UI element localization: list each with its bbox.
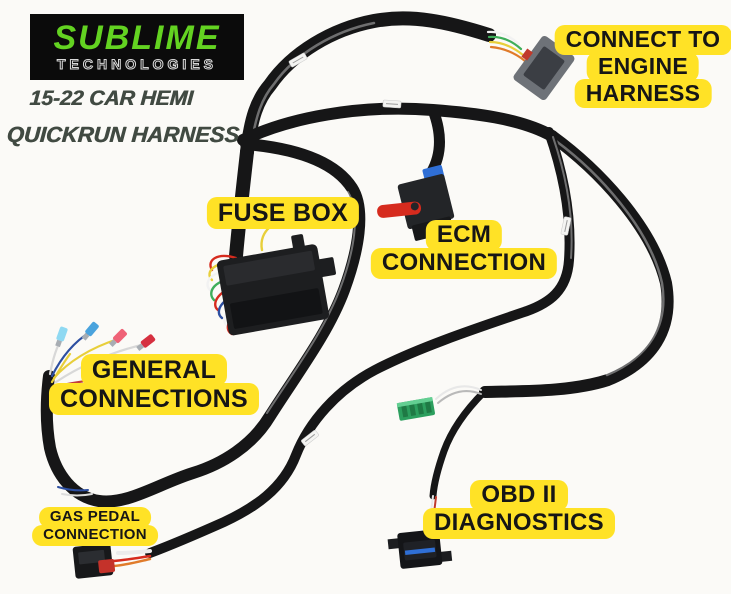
label-gas-pedal-connection: GAS PEDAL CONNECTION bbox=[32, 507, 158, 546]
tagline-line-1: 15-22 CAR HEMI bbox=[28, 87, 194, 110]
crimp-terminal bbox=[55, 326, 68, 348]
crimp-terminal bbox=[81, 321, 99, 341]
label-connect-to-engine-harness: CONNECT TO ENGINE HARNESS bbox=[554, 25, 731, 109]
label-line: ENGINE bbox=[587, 51, 699, 82]
cable-tape bbox=[560, 216, 572, 236]
label-line: ECM bbox=[425, 220, 503, 251]
cable-right-loop bbox=[479, 130, 674, 398]
label-line: FUSE BOX bbox=[206, 197, 360, 229]
obd-stripe bbox=[404, 547, 436, 556]
label-ecm-connection: ECM CONNECTION bbox=[370, 220, 558, 279]
tagline-line-2: QUICKRUN HARNESS bbox=[5, 122, 240, 147]
fuse-box bbox=[216, 234, 336, 336]
wire-gas-lead bbox=[111, 554, 152, 563]
cable-tape bbox=[382, 99, 402, 109]
wire-engine-lead bbox=[489, 45, 527, 63]
wire-fusebox bbox=[209, 254, 238, 272]
cable-main-run bbox=[237, 102, 558, 146]
label-fuse-box: FUSE BOX bbox=[206, 197, 360, 229]
cable-tape bbox=[288, 52, 308, 68]
wire-stub bbox=[57, 486, 89, 492]
obd-connector bbox=[387, 529, 453, 569]
wire-gas-sleeve bbox=[116, 549, 152, 555]
gas-pedal-connector bbox=[72, 543, 116, 579]
label-line: GAS PEDAL bbox=[38, 507, 152, 528]
brand-name: SUBLIME bbox=[53, 18, 221, 58]
engine-connector-tab bbox=[521, 48, 533, 61]
cable-engine-trunk bbox=[240, 11, 496, 159]
wire-engine-lead bbox=[487, 35, 523, 51]
wire-engine-lead bbox=[488, 40, 525, 57]
ecm-lever bbox=[377, 201, 422, 218]
label-line: CONNECTIONS bbox=[48, 383, 260, 415]
cable-obd-drop bbox=[429, 388, 488, 500]
cable-sheen bbox=[249, 21, 376, 148]
wire-terminal bbox=[50, 352, 72, 384]
crimp-terminal bbox=[136, 334, 156, 351]
label-line: HARNESS bbox=[574, 78, 712, 109]
wire-engine-lead bbox=[486, 30, 521, 46]
label-line: OBD II bbox=[470, 480, 568, 511]
brand-logo: SUBLIME TECHNOLOGIES bbox=[30, 14, 244, 80]
label-line: CONNECT TO bbox=[554, 25, 731, 55]
wire-stub bbox=[61, 493, 93, 497]
label-line: CONNECTION bbox=[32, 524, 158, 546]
wire-diagnostic-branch bbox=[435, 385, 482, 400]
wire-gas-lead bbox=[112, 557, 152, 568]
diagnostic-connector bbox=[396, 397, 435, 421]
cable-tape bbox=[301, 430, 319, 446]
label-line: DIAGNOSTICS bbox=[423, 507, 615, 539]
crimp-terminal bbox=[109, 329, 127, 347]
cable-general-run bbox=[40, 138, 366, 508]
label-obd-ii-diagnostics: OBD II DIAGNOSTICS bbox=[423, 480, 615, 539]
cable-gas-pedal-run bbox=[145, 127, 575, 558]
wire-fusebox bbox=[260, 225, 272, 252]
label-line: CONNECTION bbox=[370, 247, 558, 279]
cable-sheen bbox=[552, 136, 573, 259]
product-tagline: 15-22 CAR HEMI QUICKRUN HARNESS bbox=[5, 87, 240, 147]
brand-subtitle: TECHNOLOGIES bbox=[56, 55, 217, 72]
label-line: GENERAL bbox=[80, 354, 228, 386]
cable-ecm-branch bbox=[425, 104, 445, 179]
cable-sheen bbox=[554, 139, 665, 377]
label-general-connections: GENERAL CONNECTIONS bbox=[48, 354, 260, 415]
wire-diagnostic-branch bbox=[437, 390, 482, 404]
